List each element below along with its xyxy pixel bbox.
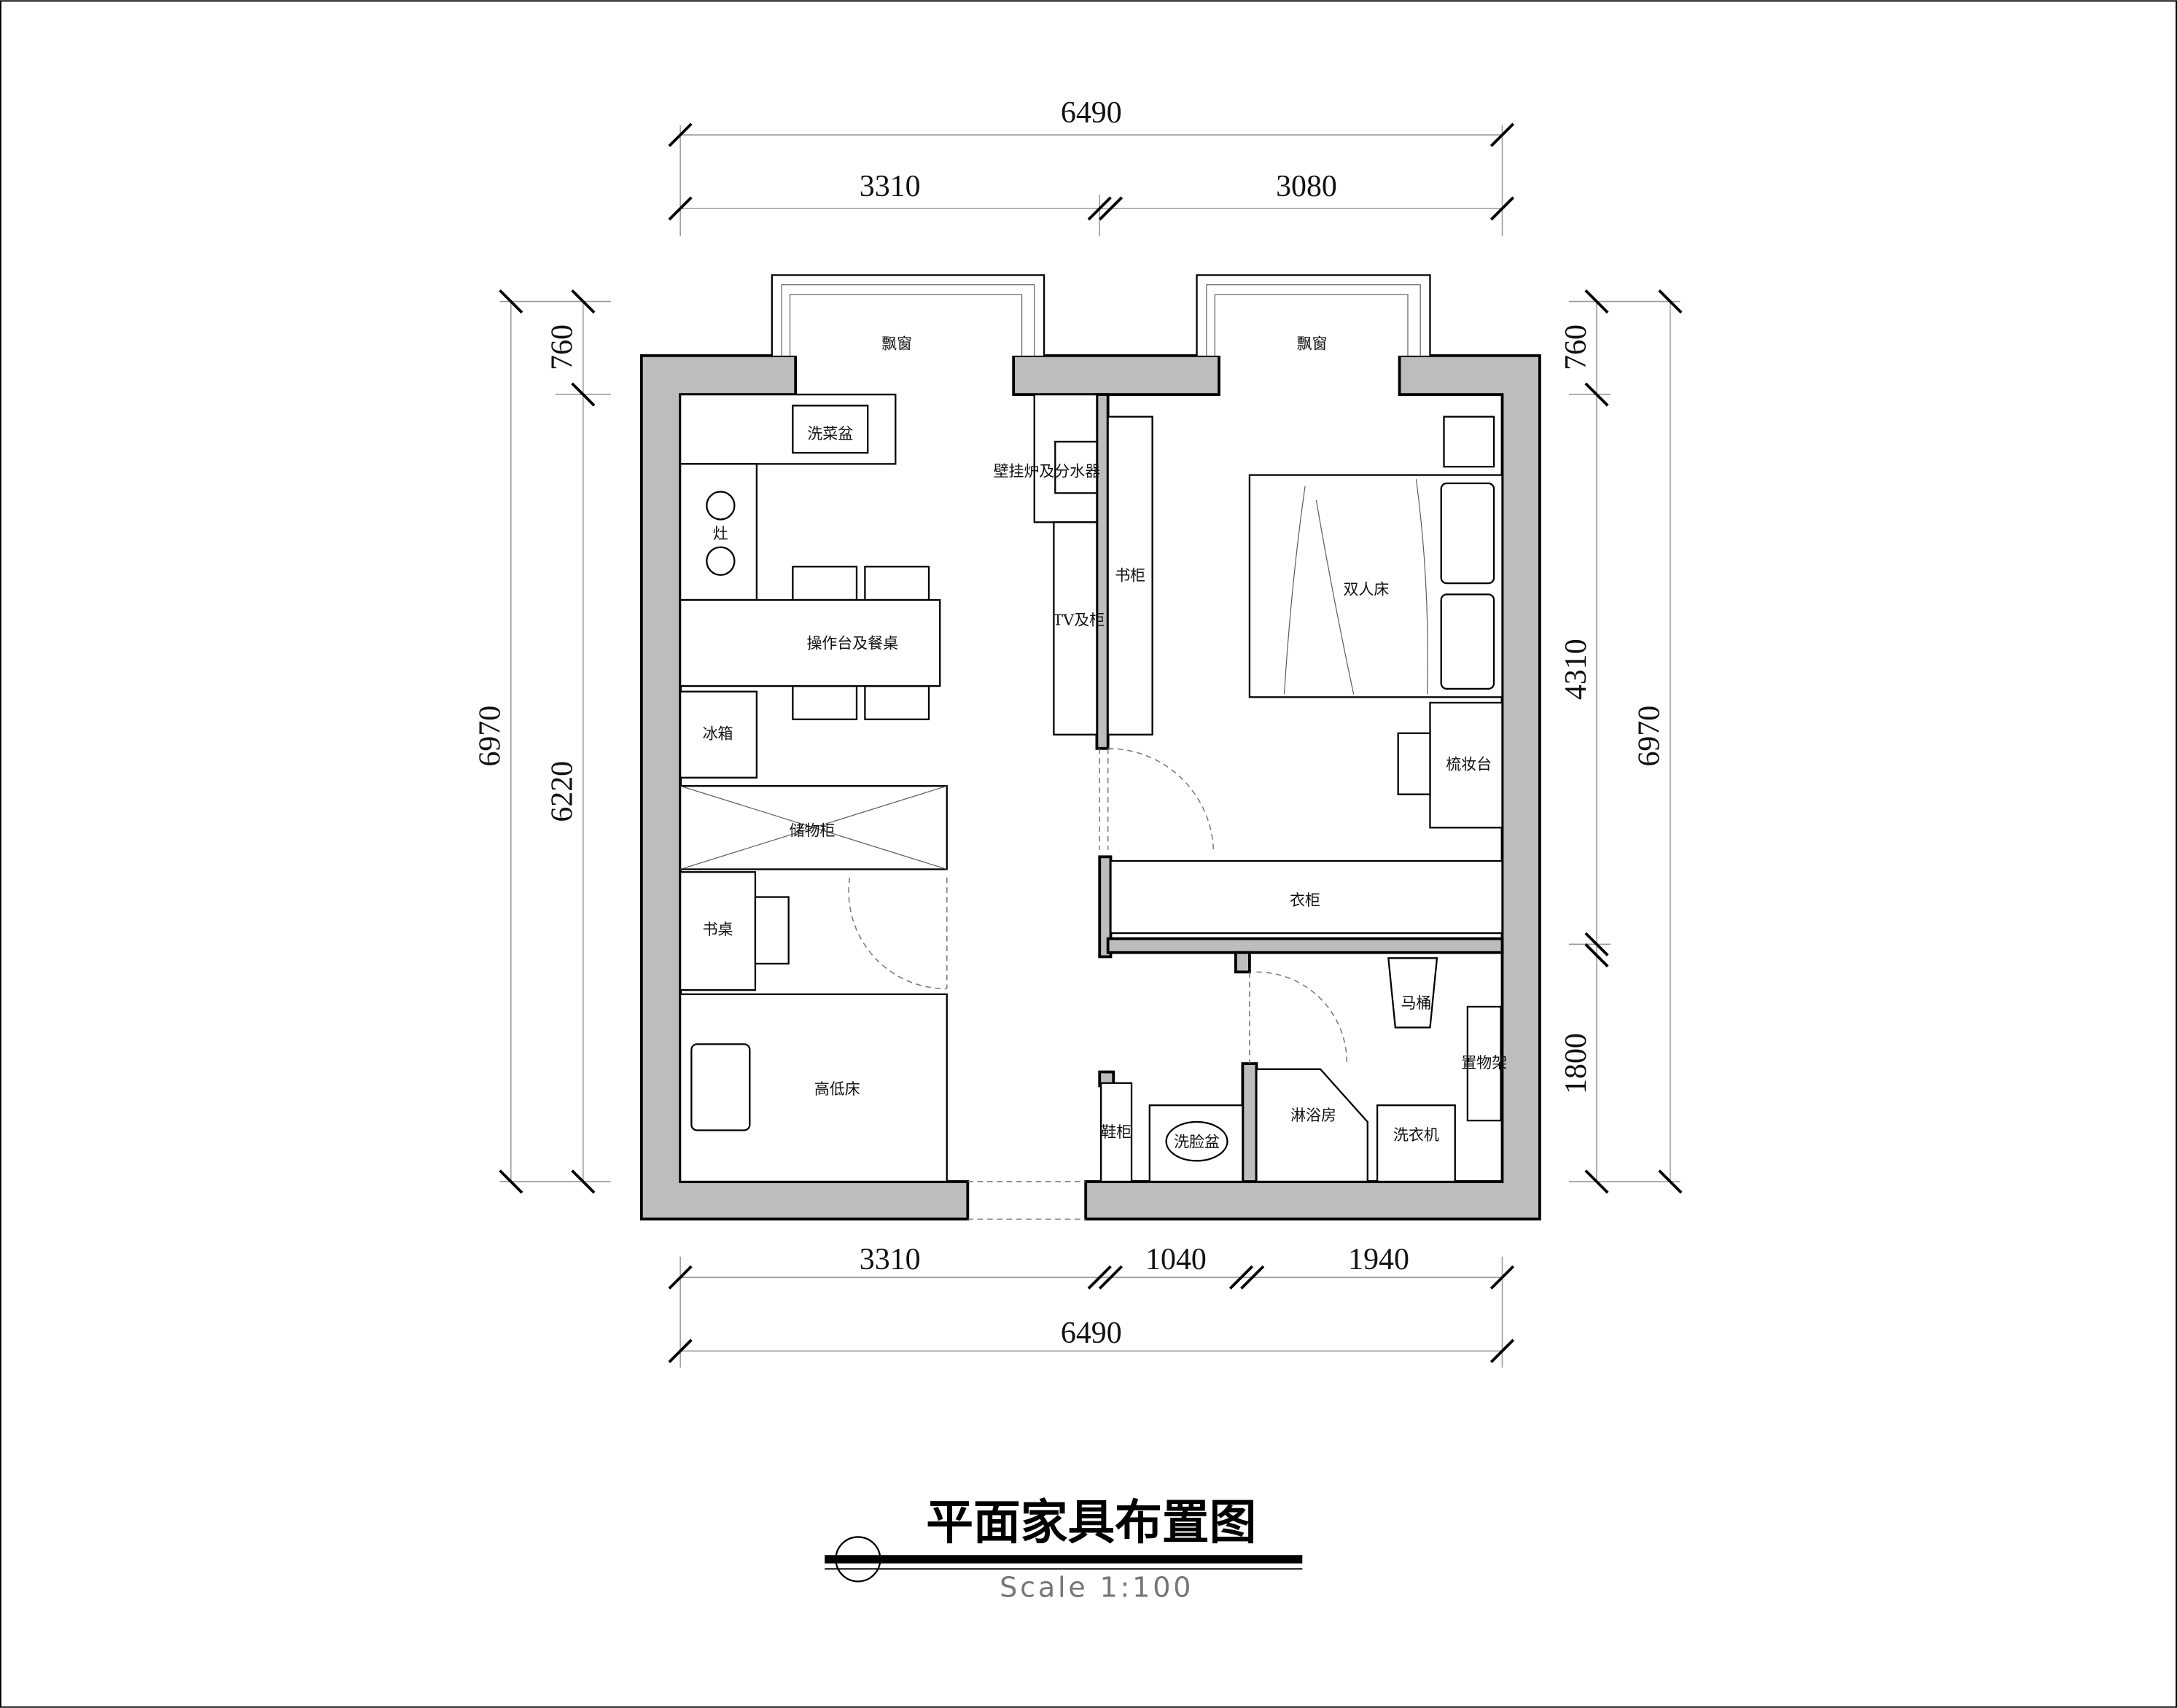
dim-bottom-total: 6490 — [1061, 1317, 1122, 1350]
stove-label: 灶 — [713, 525, 728, 542]
dim-right-mid: 4310 — [1559, 639, 1593, 700]
sink-label: 洗菜盆 — [807, 425, 853, 442]
shelf-label: 置物架 — [1461, 1054, 1507, 1072]
wardrobe — [1110, 859, 1503, 935]
washing-machine — [1376, 1104, 1456, 1183]
desk — [679, 871, 757, 991]
bookcase — [1107, 416, 1153, 736]
sink-icon — [792, 405, 869, 454]
bay-window-right — [1196, 274, 1431, 356]
dresser-label: 梳妆台 — [1446, 755, 1492, 773]
toilet — [1387, 957, 1438, 1029]
pillow — [1440, 593, 1495, 690]
boiler-label: 壁挂炉及分水器 — [994, 463, 1101, 480]
shoe-cabinet-label: 鞋柜 — [1101, 1123, 1132, 1141]
dim-bottom-left: 3310 — [860, 1243, 921, 1276]
shoe-cabinet — [1099, 1082, 1133, 1183]
dim-left-outer: 6970 — [474, 706, 507, 767]
fridge — [679, 690, 758, 779]
chair — [754, 896, 790, 965]
dim-top-total: 6490 — [1061, 96, 1122, 130]
shelf — [1466, 1005, 1502, 1122]
dimension-lines — [499, 122, 1683, 1368]
chair — [864, 566, 930, 601]
burner-icon — [706, 491, 736, 520]
dim-left-inner: 6220 — [546, 761, 580, 822]
boiler-icon — [1054, 440, 1098, 494]
dim-right-bottom: 1800 — [1559, 1033, 1593, 1094]
counter-label: 操作台及餐桌 — [806, 635, 898, 652]
shower-label: 淋浴房 — [1290, 1107, 1336, 1124]
bunk-bed-label: 高低床 — [814, 1080, 860, 1098]
counter-and-dining-table — [679, 598, 941, 687]
dim-top-right: 3080 — [1276, 170, 1337, 203]
dim-bottom-mid: 1040 — [1145, 1243, 1207, 1276]
bay-window-left-label: 飘窗 — [881, 335, 912, 352]
wardrobe-label: 衣柜 — [1290, 892, 1320, 909]
tv-cabinet — [1053, 521, 1098, 736]
floor-drain — [1443, 416, 1495, 468]
washbasin — [1165, 1120, 1228, 1162]
bookcase-label: 书柜 — [1115, 566, 1145, 584]
washbasin-label: 洗脸盆 — [1174, 1133, 1220, 1150]
bay-window-right-label: 飘窗 — [1297, 335, 1328, 352]
pillow — [1440, 482, 1495, 585]
fridge-label: 冰箱 — [703, 725, 733, 742]
drawing-title: 平面家具布置图 — [926, 1494, 1256, 1550]
bay-window-left — [771, 274, 1045, 356]
chair — [792, 685, 858, 720]
burner-icon — [706, 546, 736, 576]
scale-label: Scale 1:100 — [1000, 1571, 1193, 1603]
chair — [864, 685, 930, 720]
dim-left-top: 760 — [546, 324, 580, 370]
dim-top-left: 3310 — [860, 170, 921, 203]
tv-label: TV及柜 — [1053, 611, 1105, 628]
double-bed-label: 双人床 — [1343, 580, 1389, 598]
stool — [1397, 732, 1431, 795]
storage-label: 储物柜 — [790, 822, 836, 840]
walls — [639, 354, 1541, 1221]
toilet-label: 马桶 — [1401, 994, 1431, 1012]
dim-bottom-right: 1940 — [1348, 1243, 1409, 1276]
washer-label: 洗衣机 — [1393, 1126, 1439, 1144]
dresser — [1429, 701, 1503, 829]
desk-label: 书桌 — [703, 921, 733, 938]
pillow — [690, 1043, 751, 1131]
dim-right-top: 760 — [1559, 324, 1593, 370]
dim-right-outer: 6970 — [1633, 706, 1667, 767]
shower — [1255, 1068, 1368, 1183]
chair — [792, 566, 858, 601]
